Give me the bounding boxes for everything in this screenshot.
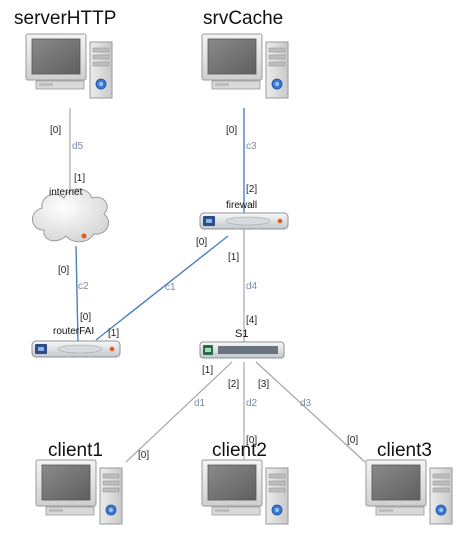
internet-label: internet <box>49 187 83 198</box>
link-d2[interactable]: d2 [2] [0] <box>228 362 258 462</box>
link-label-c2: c2 <box>78 281 89 292</box>
port-label-d5-to: [1] <box>74 173 85 184</box>
link-label-d2: d2 <box>246 398 258 409</box>
serverHTTP-computer-icon <box>25 33 113 99</box>
firewall-label: firewall <box>226 200 257 211</box>
port-label-c2-from: [0] <box>58 265 69 276</box>
serverHTTP-label: serverHTTP <box>14 8 116 29</box>
port-label-d4-from: [1] <box>228 252 239 263</box>
port-label-d2-from: [2] <box>228 379 239 390</box>
routerFAI-node[interactable]: routerFAI <box>31 326 121 358</box>
link-line-c1[interactable] <box>95 235 229 341</box>
link-label-c3: c3 <box>246 141 257 152</box>
client3-computer-icon <box>365 459 453 525</box>
port-label-c1-to: [1] <box>108 328 119 339</box>
link-label-d1: d1 <box>194 398 206 409</box>
srvCache-label: srvCache <box>203 8 283 29</box>
link-label-d5: d5 <box>72 141 84 152</box>
link-c1[interactable]: c1 [0] [1] <box>95 235 229 341</box>
port-label-c3-from: [0] <box>226 125 237 136</box>
routerFAI-label: routerFAI <box>53 326 94 337</box>
link-d3[interactable]: d3 [3] [0] <box>255 361 366 463</box>
client2-node[interactable]: client2 <box>201 440 289 525</box>
port-label-d2-to: [0] <box>246 435 257 446</box>
S1-label: S1 <box>235 328 248 340</box>
link-label-c1: c1 <box>165 282 176 293</box>
port-label-d1-from: [1] <box>202 365 213 376</box>
serverHTTP-node[interactable]: serverHTTP <box>14 8 116 99</box>
port-label-d5-from: [0] <box>50 125 61 136</box>
firewall-router-icon <box>199 212 289 230</box>
link-line-d3[interactable] <box>255 361 366 463</box>
client2-computer-icon <box>201 459 289 525</box>
link-label-d3: d3 <box>300 398 312 409</box>
port-label-c3-to: [2] <box>246 184 257 195</box>
client1-computer-icon <box>35 459 123 525</box>
client1-node[interactable]: client1 <box>35 440 123 525</box>
S1-node[interactable]: S1 <box>199 328 285 359</box>
port-label-d3-from: [3] <box>258 379 269 390</box>
link-c2[interactable]: c2 [0] [0] <box>58 245 91 343</box>
link-d4[interactable]: d4 [1] [4] <box>228 229 258 342</box>
client3-node[interactable]: client3 <box>365 440 453 525</box>
firewall-node[interactable]: firewall <box>199 200 289 230</box>
client3-label: client3 <box>377 440 432 461</box>
client2-label: client2 <box>212 440 267 461</box>
port-label-d1-to: [0] <box>138 450 149 461</box>
link-d5[interactable]: d5 [0] [1] <box>50 108 85 196</box>
link-line-d1[interactable] <box>125 361 233 463</box>
port-label-c2-to: [0] <box>80 312 91 323</box>
port-label-d3-to: [0] <box>347 435 358 446</box>
cloud-icon <box>32 188 109 243</box>
port-label-c1-from: [0] <box>196 237 207 248</box>
link-c3[interactable]: c3 [0] [2] <box>226 108 257 214</box>
link-label-d4: d4 <box>246 281 258 292</box>
routerFAI-router-icon <box>31 340 121 358</box>
client1-label: client1 <box>48 440 103 461</box>
link-d1[interactable]: d1 [1] [0] <box>125 361 233 463</box>
srvCache-computer-icon <box>201 33 289 99</box>
S1-switch-icon <box>199 341 285 359</box>
internet-node[interactable]: internet <box>32 187 109 243</box>
link-line-c2[interactable] <box>75 245 79 343</box>
srvCache-node[interactable]: srvCache <box>201 8 289 99</box>
port-label-d4-to: [4] <box>246 315 257 326</box>
